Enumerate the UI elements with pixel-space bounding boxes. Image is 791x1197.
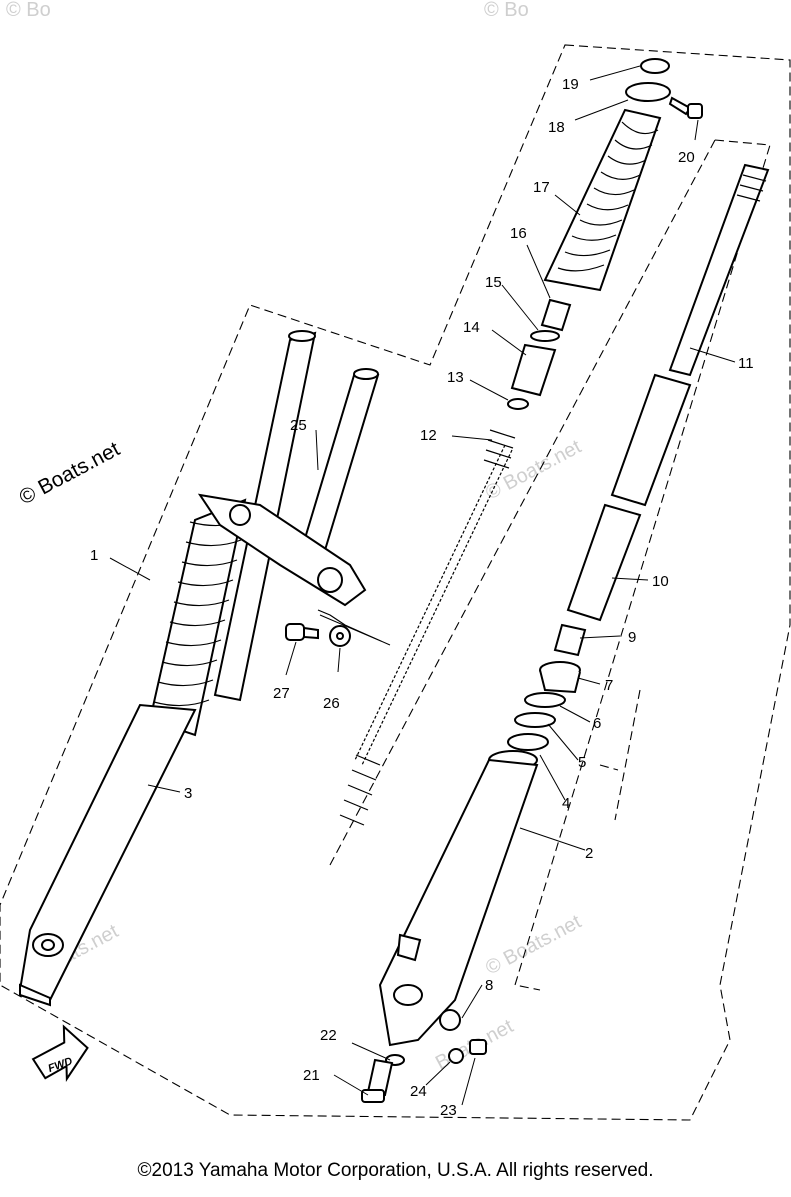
- callout-27: 27: [273, 685, 290, 702]
- damper-spring: [339, 398, 529, 826]
- cylinder-10: [566, 373, 692, 622]
- watermark-faint-3: © Boats.net: [482, 911, 585, 980]
- callout-3: 3: [184, 785, 192, 802]
- washer-26: [317, 609, 351, 647]
- clip-5: [514, 712, 556, 728]
- washer-24: [448, 1048, 464, 1064]
- callout-23: 23: [440, 1102, 457, 1119]
- outer-group-boundary: [0, 44, 791, 1121]
- collar-14: [510, 343, 557, 397]
- watermark-faint-1: © Boats.net: [482, 436, 585, 505]
- inner-tube-11: [668, 163, 770, 377]
- piece-9: [553, 623, 587, 657]
- callout-19: 19: [562, 76, 579, 93]
- callout-9: 9: [628, 629, 636, 646]
- callout-14: 14: [463, 319, 480, 336]
- watermark-corner-mid: © Bo: [484, 0, 529, 21]
- seal-7: [539, 661, 581, 694]
- watermark-main: © Boats.net: [16, 437, 124, 509]
- callout-17: 17: [533, 179, 550, 196]
- callout-8: 8: [485, 977, 493, 994]
- callout-13: 13: [447, 369, 464, 386]
- callout-10: 10: [652, 573, 669, 590]
- bolt-21: [361, 1058, 394, 1103]
- callout-21: 21: [303, 1067, 320, 1084]
- callout-15: 15: [485, 274, 502, 291]
- inner-cartridge-boundary: [329, 139, 771, 991]
- callout-22: 22: [320, 1027, 337, 1044]
- cap-19: [640, 58, 670, 74]
- leader-lines: [109, 65, 736, 1106]
- steering-stem: [197, 368, 380, 607]
- boot-17: [543, 108, 662, 292]
- callout-26: 26: [323, 695, 340, 712]
- bushing-16: [540, 298, 572, 332]
- callout-24: 24: [410, 1083, 427, 1100]
- watermark-corner-left: © Bo: [6, 0, 51, 21]
- callout-5: 5: [578, 754, 586, 771]
- washer-8: [439, 1009, 461, 1031]
- callout-7: 7: [605, 677, 613, 694]
- callout-25: 25: [290, 417, 307, 434]
- callout-4: 4: [562, 795, 570, 812]
- left-fork-assembly: [18, 330, 317, 1007]
- seal-group-bracket: [599, 689, 641, 821]
- callout-1: 1: [90, 547, 98, 564]
- front-fork-exploded-diagram: © Bo © Bo © Boats.net © Boats.net Boats.…: [0, 0, 791, 1121]
- bolt-27: [285, 623, 319, 641]
- ring-18: [625, 82, 671, 102]
- callout-12: 12: [420, 427, 437, 444]
- outer-tube-2: [378, 750, 539, 1047]
- callout-16: 16: [510, 225, 527, 242]
- callout-11: 11: [738, 355, 754, 372]
- bolt-20: [668, 96, 703, 119]
- callout-6: 6: [593, 715, 601, 732]
- seal-4: [507, 733, 549, 751]
- clip-15: [530, 330, 560, 342]
- copyright-footer: ©2013 Yamaha Motor Corporation, U.S.A. A…: [137, 1160, 654, 1181]
- callout-2: 2: [585, 845, 593, 862]
- bolt-23: [469, 1039, 487, 1055]
- washer-6: [524, 692, 566, 708]
- callout-18: 18: [548, 119, 565, 136]
- callout-20: 20: [678, 149, 695, 166]
- fwd-arrow-icon: FWD: [31, 1024, 89, 1082]
